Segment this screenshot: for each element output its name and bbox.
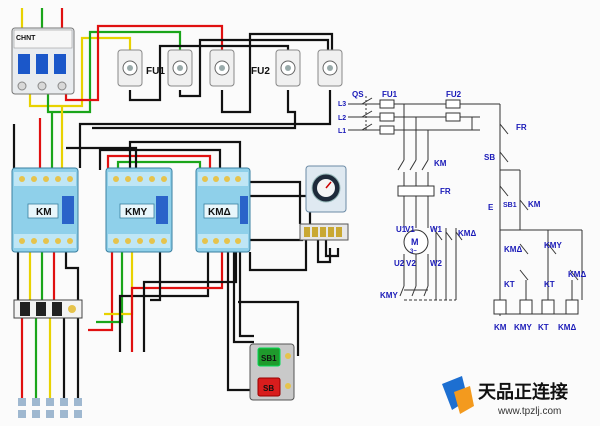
- label-w2: W2: [430, 259, 443, 268]
- start-button-label: SB1: [261, 354, 277, 363]
- label-sb: SB: [484, 153, 495, 162]
- contactor-kmy[interactable]: KMY: [105, 167, 173, 253]
- label-fr-main: FR: [440, 187, 451, 196]
- label-e: E: [488, 203, 494, 212]
- fuse-4[interactable]: [275, 49, 301, 87]
- schematic-labels: QS FU1 FU2 L3 L2 L1 KM FR FR SB E SB1 KM…: [338, 90, 586, 332]
- fuse-group-fu1: FU1: [117, 49, 235, 87]
- fuse-5[interactable]: [317, 49, 343, 87]
- label-u2: U2: [394, 259, 405, 268]
- fuse-1[interactable]: [117, 49, 143, 87]
- watermark-logo: 天品正连接 www.tpzlj.com: [442, 376, 568, 417]
- label-kmy-contact: KMY: [544, 241, 562, 250]
- breaker-handle-3[interactable]: [54, 54, 66, 74]
- watermark-url: www.tpzlj.com: [497, 406, 561, 417]
- label-coil-kmy: KMY: [514, 323, 532, 332]
- label-km-hold: KM: [528, 200, 541, 209]
- label-coil-kmd: KMΔ: [558, 323, 576, 332]
- label-coil-kt: KT: [538, 323, 549, 332]
- schematic-lines: [348, 96, 583, 316]
- label-w1: W1: [430, 225, 443, 234]
- stop-button-label: SB: [263, 384, 274, 393]
- watermark-brand: 天品正连接: [478, 381, 568, 403]
- breaker-handle-1[interactable]: [18, 54, 30, 74]
- button-box: SB1 SB: [249, 343, 295, 401]
- label-kmd-main: KMΔ: [458, 229, 476, 238]
- breaker-handle-2[interactable]: [36, 54, 48, 74]
- circuit-breaker[interactable]: CHNT: [11, 27, 75, 95]
- label-motor: M: [411, 237, 419, 247]
- contactor-kmd-label: KMΔ: [208, 207, 231, 218]
- label-v1: V1: [405, 225, 415, 234]
- label-qs: QS: [352, 90, 364, 99]
- contactor-kmd[interactable]: KMΔ: [195, 167, 251, 253]
- label-kt-contact-1: KT: [504, 280, 515, 289]
- label-fu2: FU2: [446, 90, 462, 99]
- label-kmd-contact-1: KMΔ: [504, 245, 522, 254]
- label-sb1: SB1: [503, 202, 517, 209]
- label-kt-contact-2: KT: [544, 280, 555, 289]
- label-kmy-main: KMY: [380, 291, 398, 300]
- fuse-3[interactable]: [209, 49, 235, 87]
- label-coil-km: KM: [494, 323, 507, 332]
- label-fu1: FU1: [382, 90, 398, 99]
- fu1-label: FU1: [146, 66, 165, 77]
- label-l2: L2: [338, 115, 346, 122]
- label-fr-ctrl: FR: [516, 123, 527, 132]
- label-km: KM: [434, 159, 447, 168]
- label-l1: L1: [338, 128, 346, 135]
- label-kmd-contact-2: KMΔ: [568, 270, 586, 279]
- time-relay[interactable]: [299, 165, 349, 241]
- timer-dial-pointer[interactable]: [325, 181, 332, 189]
- fu2-label: FU2: [251, 66, 270, 77]
- motor-terminals: [18, 398, 82, 418]
- label-l3: L3: [338, 101, 346, 108]
- label-u1: U1: [396, 225, 407, 234]
- fuse-2[interactable]: [167, 49, 193, 87]
- thermal-overload-relay[interactable]: [13, 299, 83, 319]
- contactor-km-label: KM: [36, 207, 52, 218]
- contactor-km[interactable]: KM: [11, 167, 79, 253]
- label-motor-phase: 3~: [410, 249, 417, 255]
- breaker-brand: CHNT: [16, 35, 36, 42]
- label-v2: V2: [406, 259, 416, 268]
- fuse-group-fu2: FU2: [251, 49, 343, 87]
- contactor-kmy-label: KMY: [125, 207, 148, 218]
